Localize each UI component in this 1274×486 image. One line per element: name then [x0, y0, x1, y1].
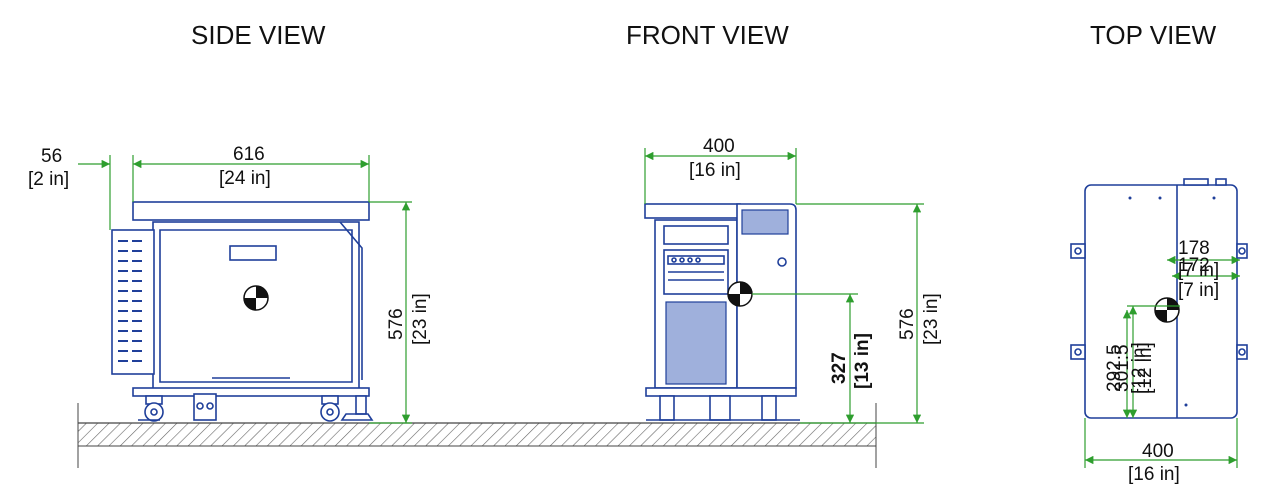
- side-height-in: [23 in]: [410, 293, 431, 345]
- top-d-mm: 301.5: [1112, 344, 1133, 392]
- front-cog-icon: [727, 281, 753, 307]
- front-dimensions: [644, 148, 924, 424]
- side-length-mm: 616: [233, 144, 265, 165]
- front-height-mm: 576: [897, 308, 918, 340]
- top-a-mm: 178: [1178, 238, 1210, 259]
- side-length-in: [24 in]: [219, 168, 271, 189]
- side-view-machine: [111, 201, 374, 422]
- top-dimensions: [1084, 255, 1240, 468]
- top-width-mm: 400: [1142, 441, 1174, 462]
- front-width-in: [16 in]: [689, 160, 741, 181]
- front-cog-height-in: [13 in]: [852, 333, 873, 389]
- front-height-in: [23 in]: [921, 293, 942, 345]
- top-cog-icon: [1154, 297, 1180, 323]
- front-cog-height-mm: 327: [829, 352, 850, 384]
- top-c-mm: 292.5: [1104, 344, 1125, 392]
- top-view-title: TOP VIEW: [1090, 20, 1217, 50]
- top-b-in: [7 in]: [1178, 280, 1219, 301]
- top-d-in: [12 in]: [1135, 342, 1156, 394]
- top-width-in: [16 in]: [1128, 464, 1180, 485]
- front-view-machine: [644, 203, 800, 421]
- front-view-title: FRONT VIEW: [626, 20, 789, 50]
- front-control-panel: [667, 255, 725, 281]
- side-overhang-in: [2 in]: [28, 169, 69, 190]
- floor: [77, 403, 877, 468]
- top-c-in: [12 in]: [1129, 342, 1150, 394]
- front-wheels: [646, 395, 800, 421]
- side-height-mm: 576: [386, 308, 407, 340]
- side-overhang-mm: 56: [41, 146, 62, 167]
- side-dimensions: [78, 155, 412, 424]
- front-width-mm: 400: [703, 136, 735, 157]
- top-a-in: [7 in]: [1178, 260, 1219, 281]
- top-b-mm: 172: [1178, 255, 1210, 276]
- top-view-machine: [1070, 178, 1248, 419]
- side-cog-icon: [243, 285, 269, 311]
- side-view-title: SIDE VIEW: [191, 20, 326, 50]
- side-wheels: [138, 393, 374, 422]
- side-grille: [118, 240, 142, 362]
